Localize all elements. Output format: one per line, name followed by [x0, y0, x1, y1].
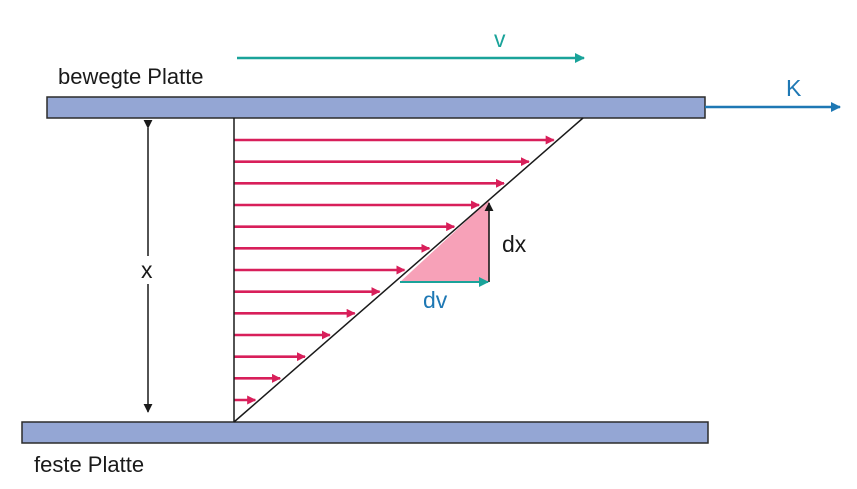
- moving-plate-label: bewegte Platte: [58, 64, 204, 89]
- fixed-plate-label: feste Platte: [34, 452, 144, 477]
- force-label: K: [786, 75, 802, 101]
- velocity-profile-arrows: [234, 135, 555, 405]
- gap-label-background: [138, 256, 158, 284]
- gradient-triangle: [400, 200, 489, 282]
- gap-label: x: [141, 257, 153, 283]
- velocity-profile-line: [233, 117, 584, 423]
- moving-plate: [46, 96, 706, 119]
- velocity-label: v: [494, 26, 506, 52]
- dx-label: dx: [502, 231, 527, 257]
- dv-label: dv: [423, 287, 448, 313]
- fixed-plate: [21, 421, 709, 444]
